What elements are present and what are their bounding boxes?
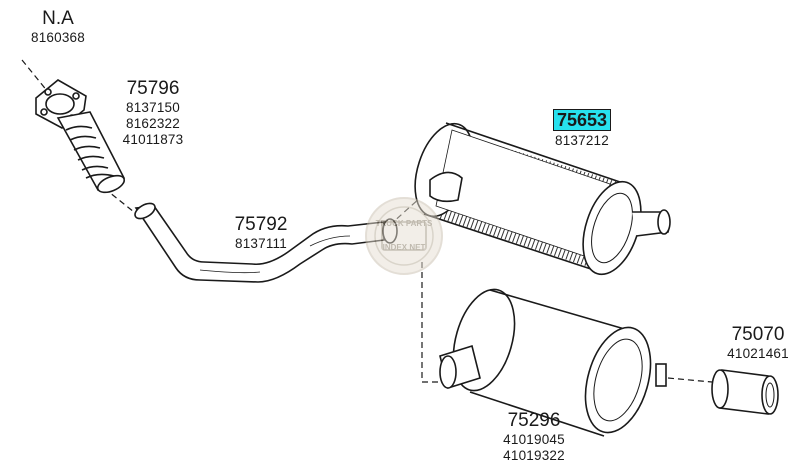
part-label-75796: 75796 8137150 8162322 41011873 xyxy=(116,78,190,148)
part-number: 75653 xyxy=(552,109,612,131)
part-number: 75796 xyxy=(126,78,180,99)
highlighted-part-box: 75653 xyxy=(552,109,612,131)
part-number: 75070 xyxy=(731,324,785,345)
part-label-75070: 75070 41021461 xyxy=(718,324,798,362)
watermark-line2: INDEX NET xyxy=(383,243,426,252)
part-label-75296: 75296 41019045 41019322 xyxy=(494,410,574,464)
part-number: N.A xyxy=(42,8,74,29)
part-label-75653: 75653 8137212 xyxy=(546,109,618,149)
watermark-line1: TRUCK PARTS xyxy=(376,219,433,228)
part-reference: 41019322 xyxy=(503,448,565,463)
tail-pipe-75070 xyxy=(711,369,779,415)
part-label-75792: 75792 8137111 xyxy=(226,214,296,252)
part-reference: 41019045 xyxy=(503,432,565,447)
part-number: 75296 xyxy=(507,410,561,431)
watermark-logo: TRUCK PARTS INDEX NET xyxy=(365,197,443,275)
part-reference: 8137111 xyxy=(235,236,287,251)
part-reference: 8160368 xyxy=(31,30,85,45)
part-reference: 41021461 xyxy=(727,346,789,361)
muffler-75296 xyxy=(439,288,667,437)
part-reference: 8137212 xyxy=(555,133,609,148)
part-label-na: N.A 8160368 xyxy=(22,8,94,46)
part-reference: 41011873 xyxy=(122,132,184,147)
part-reference: 8162322 xyxy=(126,116,180,131)
muffler-75653 xyxy=(414,122,671,276)
flex-pipe-75796 xyxy=(56,111,126,194)
part-number: 75792 xyxy=(234,214,288,235)
part-reference: 8137150 xyxy=(126,100,180,115)
